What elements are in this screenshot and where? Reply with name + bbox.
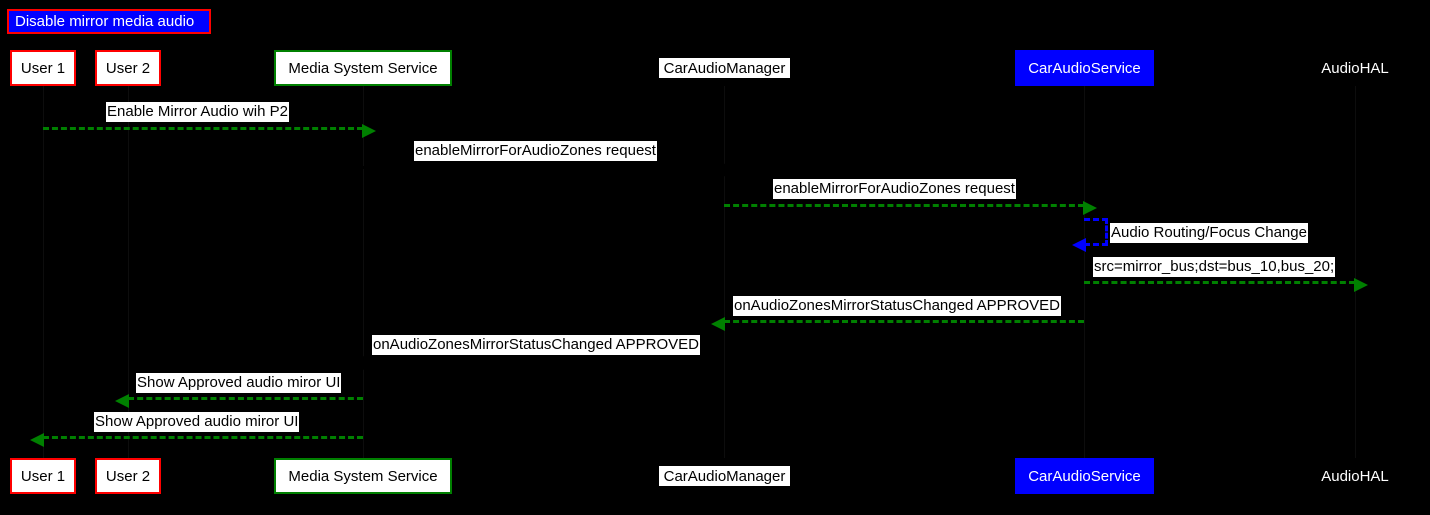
diagram-title-badge: Disable mirror media audio — [7, 9, 211, 34]
message-arrowhead-m1 — [362, 124, 376, 138]
participant-footer-car_audio_svc[interactable]: CarAudioService — [1015, 458, 1154, 494]
message-label-m3: enableMirrorForAudioZones request — [773, 179, 1016, 199]
message-arrowhead-m6 — [711, 317, 725, 331]
participant-header-car_audio_mgr[interactable]: CarAudioManager — [659, 58, 790, 78]
lifeline-audio_hal — [1355, 86, 1356, 458]
participant-footer-label: User 2 — [105, 467, 151, 485]
participant-header-label: User 2 — [105, 59, 151, 77]
message-line-m2 — [363, 163, 737, 177]
message-arrowhead-m8 — [115, 394, 129, 408]
message-arrowhead-m2 — [723, 163, 737, 177]
participant-footer-user1[interactable]: User 1 — [10, 458, 76, 494]
participant-header-car_audio_svc[interactable]: CarAudioService — [1015, 50, 1154, 86]
participant-footer-label: User 1 — [20, 467, 66, 485]
message-arrowhead-m3 — [1083, 201, 1097, 215]
message-label-m5: src=mirror_bus;dst=bus_10,bus_20; — [1093, 257, 1336, 277]
message-arrowhead-m7 — [350, 356, 364, 370]
message-line-m3 — [724, 201, 1097, 215]
lifeline-car_audio_svc — [1084, 86, 1085, 458]
lifeline-media_service — [363, 86, 364, 458]
message-label-m2: enableMirrorForAudioZones request — [414, 141, 657, 161]
message-line-m5 — [1084, 278, 1368, 292]
self-message-loop-m4 — [1084, 218, 1108, 246]
participant-header-user1[interactable]: User 1 — [10, 50, 76, 86]
participant-footer-label: CarAudioManager — [663, 467, 786, 485]
participant-footer-media_service[interactable]: Media System Service — [274, 458, 452, 494]
message-line-m7 — [350, 356, 724, 370]
message-arrowhead-m5 — [1354, 278, 1368, 292]
message-label-m7: onAudioZonesMirrorStatusChanged APPROVED — [372, 335, 701, 355]
participant-footer-label: AudioHAL — [1321, 467, 1389, 485]
diagram-title-text: Disable mirror media audio — [15, 13, 195, 30]
participant-footer-label: CarAudioService — [1028, 467, 1141, 485]
participant-footer-car_audio_mgr[interactable]: CarAudioManager — [659, 466, 790, 486]
self-message-arrowhead-m4 — [1072, 238, 1086, 252]
participant-header-label: CarAudioManager — [663, 59, 786, 77]
message-label-m1: Enable Mirror Audio wih P2 — [106, 102, 289, 122]
lifeline-user1 — [43, 86, 44, 458]
participant-header-label: CarAudioService — [1028, 59, 1141, 77]
message-label-m4: Audio Routing/Focus Change — [1110, 223, 1308, 243]
lifeline-user2 — [128, 86, 129, 458]
participant-footer-audio_hal[interactable]: AudioHAL — [1316, 466, 1394, 486]
message-label-m9: Show Approved audio miror UI — [94, 412, 300, 432]
message-line-m8 — [115, 394, 363, 408]
participant-header-user2[interactable]: User 2 — [95, 50, 161, 86]
participant-footer-label: Media System Service — [288, 467, 438, 485]
lifeline-car_audio_mgr — [724, 86, 725, 458]
participant-header-label: AudioHAL — [1321, 59, 1389, 77]
participant-header-label: User 1 — [20, 59, 66, 77]
participant-header-media_service[interactable]: Media System Service — [274, 50, 452, 86]
message-label-m8: Show Approved audio miror UI — [136, 373, 342, 393]
participant-header-audio_hal[interactable]: AudioHAL — [1316, 58, 1394, 78]
message-line-m9 — [30, 433, 363, 447]
participant-footer-user2[interactable]: User 2 — [95, 458, 161, 494]
message-line-m6 — [711, 317, 1084, 331]
message-label-m6: onAudioZonesMirrorStatusChanged APPROVED — [733, 296, 1062, 316]
participant-header-label: Media System Service — [288, 59, 438, 77]
message-arrowhead-m9 — [30, 433, 44, 447]
message-line-m1 — [43, 124, 376, 138]
